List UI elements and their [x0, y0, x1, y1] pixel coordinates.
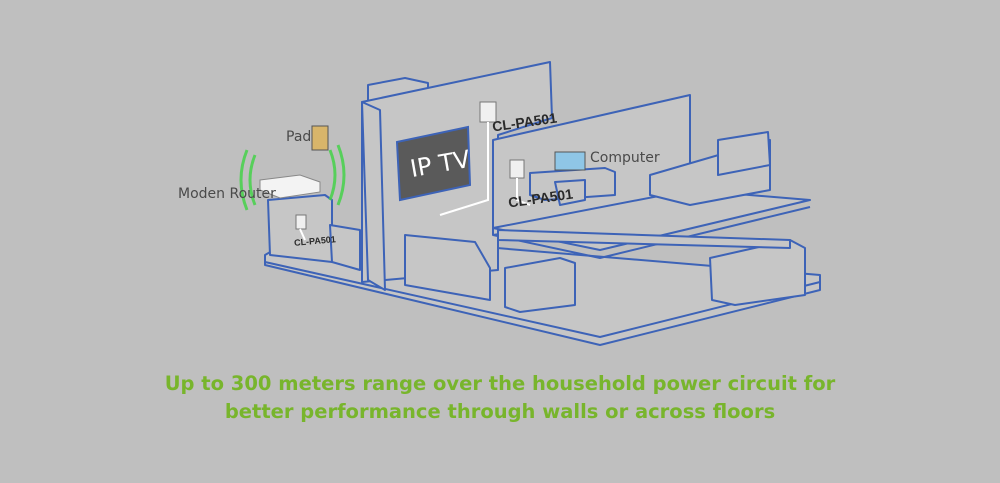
desk-drawer: [554, 179, 586, 206]
pad-icon: [311, 125, 329, 151]
bed-headboard: [717, 131, 771, 176]
router-icon: [259, 174, 321, 199]
cabinet-lower: [504, 257, 576, 313]
caption-line-2: better performance through walls or acro…: [224, 400, 776, 423]
adapter-desk-icon: [509, 159, 525, 179]
adapter-router-icon: [295, 214, 307, 230]
lower-ledge: [497, 229, 791, 249]
caption: Up to 300 meters range over the househol…: [0, 370, 1000, 426]
router-label: Moden Router: [178, 186, 276, 202]
tv-stand: [404, 234, 491, 301]
tv-wall: [361, 101, 386, 291]
router-side-table: [329, 224, 361, 271]
caption-line-1: Up to 300 meters range over the househol…: [164, 372, 836, 395]
cables: [299, 122, 531, 241]
computer-label: Computer: [590, 150, 660, 166]
upper-floor-edge: [492, 206, 811, 259]
pad-label: Pad: [286, 129, 312, 145]
computer-icon: [554, 151, 586, 171]
wifi-signal-icon: [239, 144, 346, 211]
sofa-lower: [709, 239, 806, 306]
tv-screen: [395, 125, 472, 202]
